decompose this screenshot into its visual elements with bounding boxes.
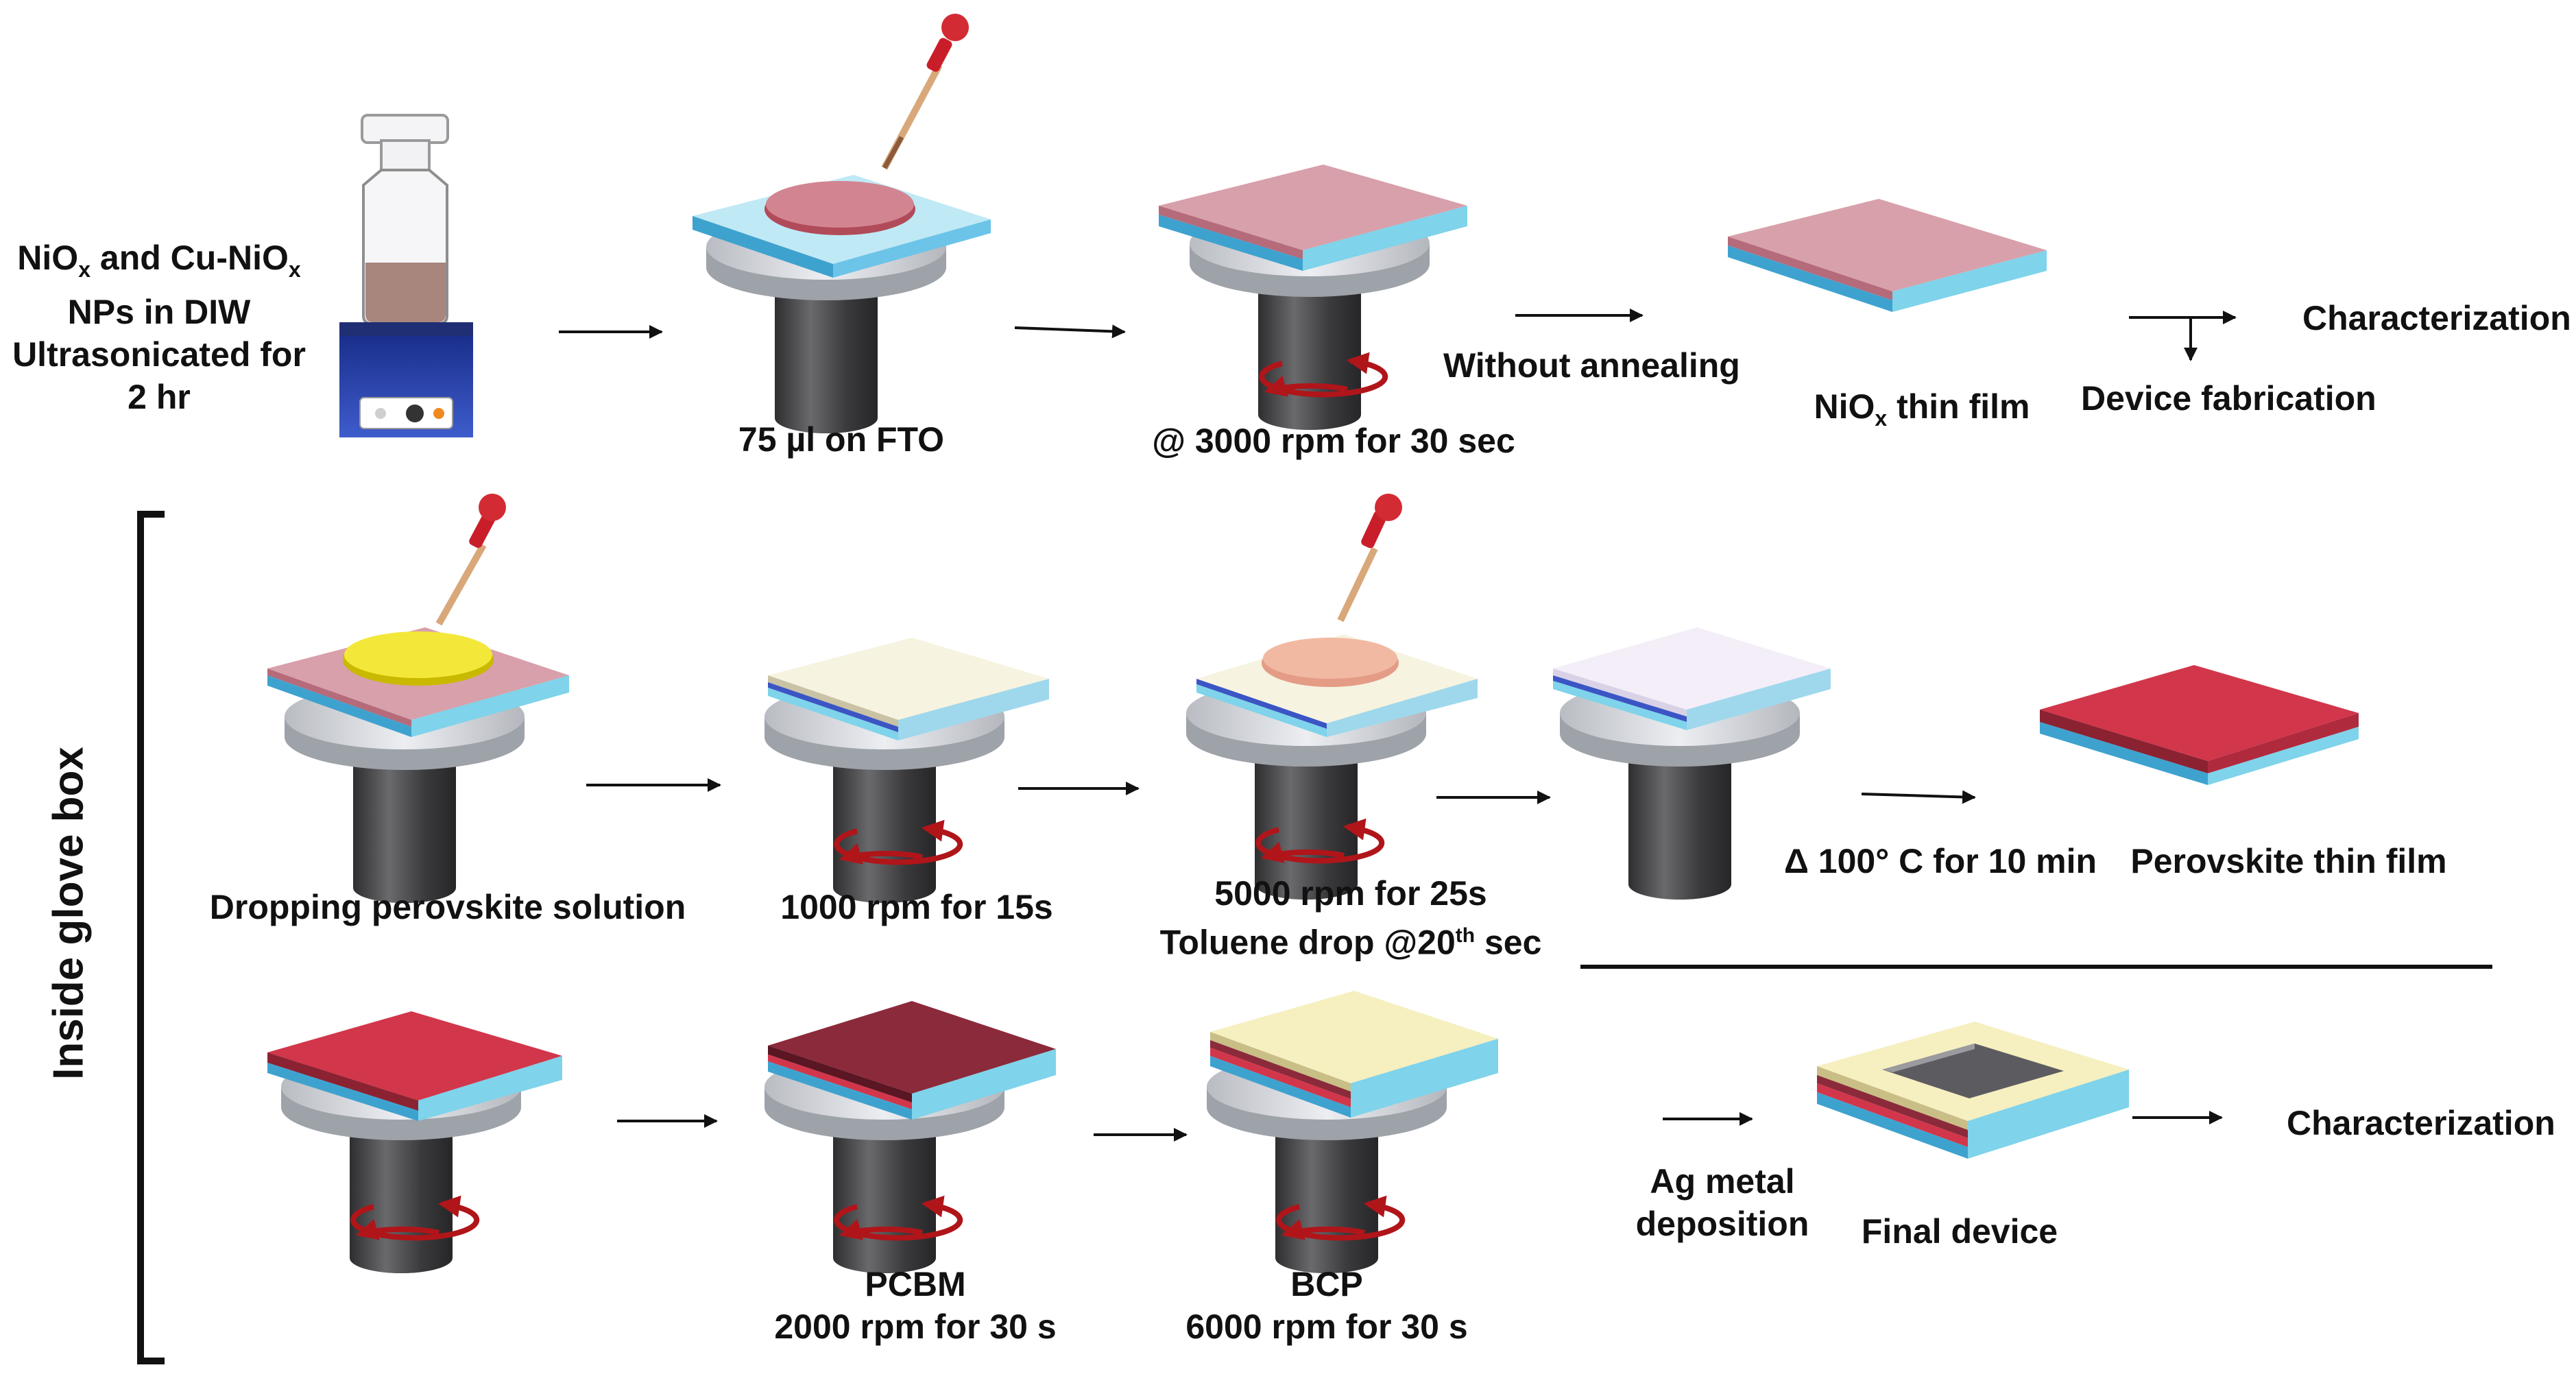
spin-coater-bcp	[1207, 991, 1498, 1273]
pcbm-name: PCBM	[865, 1265, 966, 1303]
spin-3000-label: @ 3000 rpm for 30 sec	[1152, 422, 1515, 460]
bcp-spin: 6000 rpm for 30 s	[1185, 1307, 1468, 1346]
final-device-icon	[1817, 1022, 2129, 1159]
spin-coater-pcbm	[765, 1001, 1056, 1273]
drop-fto-label: 75 µl on FTO	[738, 420, 945, 459]
spin-5000-label: 5000 rpm for 25s Toluene drop @20th sec	[1160, 872, 1542, 964]
nio-thin-film-label: NiOx thin film	[1814, 387, 2030, 431]
ag-line-1: Ag metal	[1650, 1162, 1795, 1201]
arrow-7	[1861, 790, 1976, 804]
spin-1000-label: 1000 rpm for 15s	[780, 888, 1053, 926]
nps-line-1: NiOx and Cu-NiOx	[17, 239, 301, 282]
spin-coater-5000rpm	[1186, 494, 1478, 900]
perovskite-film-label: Perovskite thin film	[2130, 842, 2447, 880]
anneal-100-label: Δ 100° C for 10 min	[1783, 842, 2097, 880]
glove-box-label: Inside glove box	[45, 747, 93, 1080]
spin-coater-fto-drop	[693, 14, 991, 433]
toluene-line: Toluene drop @20th sec	[1159, 923, 1542, 962]
ag-line-2: deposition	[1635, 1205, 1809, 1243]
spin-coater-1000rpm	[765, 638, 1049, 903]
pcbm-spin: 2000 rpm for 30 s	[774, 1307, 1057, 1346]
without-annealing-label: Without annealing	[1443, 346, 1740, 385]
bcp-label: BCP 6000 rpm for 30 s	[1185, 1263, 1467, 1348]
bottle-hotplate-icon	[339, 114, 473, 437]
device-fabrication-label: Device fabrication	[2081, 379, 2376, 418]
spin-coater-wet-film	[1553, 627, 1831, 900]
bcp-name: BCP	[1290, 1265, 1363, 1303]
nps-line-4: 2 hr	[128, 378, 191, 416]
glove-box-bracket	[137, 511, 165, 1364]
spin-coater-perovskite-coated	[267, 1011, 562, 1273]
arrow-2	[1014, 324, 1126, 339]
nio-thin-film-icon	[1728, 199, 2047, 312]
spin-coater-perovskite-drop	[267, 494, 569, 903]
dropping-perovskite-label: Dropping perovskite solution	[209, 888, 686, 926]
nps-description: NiOx and Cu-NiOx NPs in DIW Ultrasonicat…	[12, 237, 306, 418]
split-arrow	[2129, 311, 2237, 361]
spin-coater-nio-spin	[1159, 165, 1467, 430]
ag-deposition-label: Ag metal deposition	[1636, 1160, 1809, 1245]
nps-line-2: NPs in DIW	[67, 293, 251, 331]
nps-line-3: Ultrasonicated for	[12, 335, 306, 374]
spin-5000-line: 5000 rpm for 25s	[1214, 874, 1487, 913]
characterization-bottom-label: Characterization	[2287, 1104, 2555, 1142]
final-device-label: Final device	[1861, 1212, 2058, 1251]
pcbm-label: PCBM 2000 rpm for 30 s	[774, 1263, 1056, 1348]
characterization-top-label: Characterization	[2302, 299, 2571, 337]
perovskite-thin-film-icon	[2040, 665, 2359, 785]
